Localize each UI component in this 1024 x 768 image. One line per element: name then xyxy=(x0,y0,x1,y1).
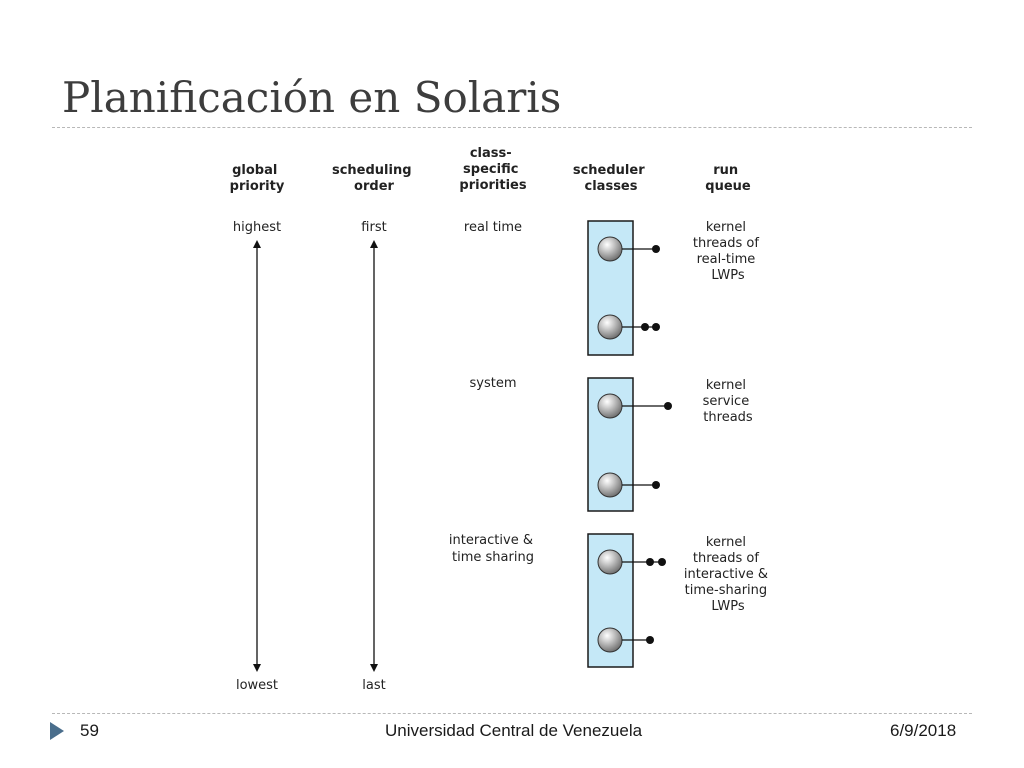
thread-ball xyxy=(597,314,623,340)
header-scheduler-classes-line: scheduler xyxy=(573,163,645,178)
global-priority-lowest-label: lowest xyxy=(236,678,278,693)
run-queue-line: time-sharing xyxy=(685,583,768,598)
thread-ball xyxy=(597,627,623,653)
thread-ball xyxy=(597,472,623,498)
header-run-queue-line: queue xyxy=(705,179,751,194)
header-global-priority-line: global xyxy=(232,163,277,178)
class-label-real-time: real time xyxy=(464,220,522,235)
thread-ball xyxy=(597,549,623,575)
header-scheduling-order-line: scheduling xyxy=(332,163,412,178)
header-run-queue-line: run xyxy=(713,163,738,178)
run-queue-real-time: kernel threads of real-time LWPs xyxy=(693,220,763,283)
header-global-priority: global priority xyxy=(230,163,285,194)
queue-dot xyxy=(658,558,666,566)
queue-dot xyxy=(664,402,672,410)
class-label-interactive-time-sharing: interactive & time sharing xyxy=(449,533,537,565)
thread-ball xyxy=(597,236,623,262)
scheduling-order-first-label: first xyxy=(361,220,386,235)
run-queue-line: service xyxy=(703,394,750,409)
run-queue-line: threads of xyxy=(693,551,759,566)
queue-dot xyxy=(652,245,660,253)
queue-dot xyxy=(641,323,649,331)
scheduling-order-last-label: last xyxy=(362,678,385,693)
footer-institution: Universidad Central de Venezuela xyxy=(385,721,643,740)
run-queue-line: real-time xyxy=(697,252,756,267)
run-queue-line: threads xyxy=(703,410,753,425)
class-label-line: time sharing xyxy=(452,550,534,565)
slide-number: 59 xyxy=(80,721,99,740)
slide-date: 6/9/2018 xyxy=(890,721,957,740)
class-label-system: system xyxy=(470,376,517,391)
run-queue-line: kernel xyxy=(706,220,746,235)
run-queue-line: LWPs xyxy=(711,268,745,283)
header-scheduler-classes: scheduler classes xyxy=(573,163,649,194)
global-priority-highest-label: highest xyxy=(233,220,281,235)
run-queue-line: kernel xyxy=(706,378,746,393)
header-class-specific-line: specific xyxy=(463,162,518,177)
queue-dot xyxy=(652,323,660,331)
thread-ball xyxy=(597,393,623,419)
queue-dot xyxy=(646,558,654,566)
header-scheduler-classes-line: classes xyxy=(585,179,638,194)
header-class-specific-priorities: class- specific priorities xyxy=(459,146,526,193)
header-scheduling-order-line: order xyxy=(354,179,394,194)
run-queue-line: threads of xyxy=(693,236,759,251)
footer-triangle-icon xyxy=(50,722,64,740)
run-queue-system: kernel service threads xyxy=(703,378,754,425)
queue-dot xyxy=(652,481,660,489)
header-class-specific-line: priorities xyxy=(459,178,526,193)
footer-divider xyxy=(52,713,972,714)
header-scheduling-order: scheduling order xyxy=(332,163,416,194)
header-class-specific-line: class- xyxy=(470,146,512,161)
run-queue-line: LWPs xyxy=(711,599,745,614)
header-global-priority-line: priority xyxy=(230,179,285,194)
run-queue-line: interactive & xyxy=(684,567,768,582)
class-label-line: system xyxy=(470,376,517,391)
run-queue-line: kernel xyxy=(706,535,746,550)
class-label-line: real time xyxy=(464,220,522,235)
class-label-line: interactive & xyxy=(449,533,533,548)
queue-dot xyxy=(646,636,654,644)
slide-title: Planificación en Solaris xyxy=(62,73,562,122)
header-run-queue: run queue xyxy=(705,163,751,194)
run-queue-interactive: kernel threads of interactive & time-sha… xyxy=(684,535,772,614)
title-divider xyxy=(52,127,972,128)
